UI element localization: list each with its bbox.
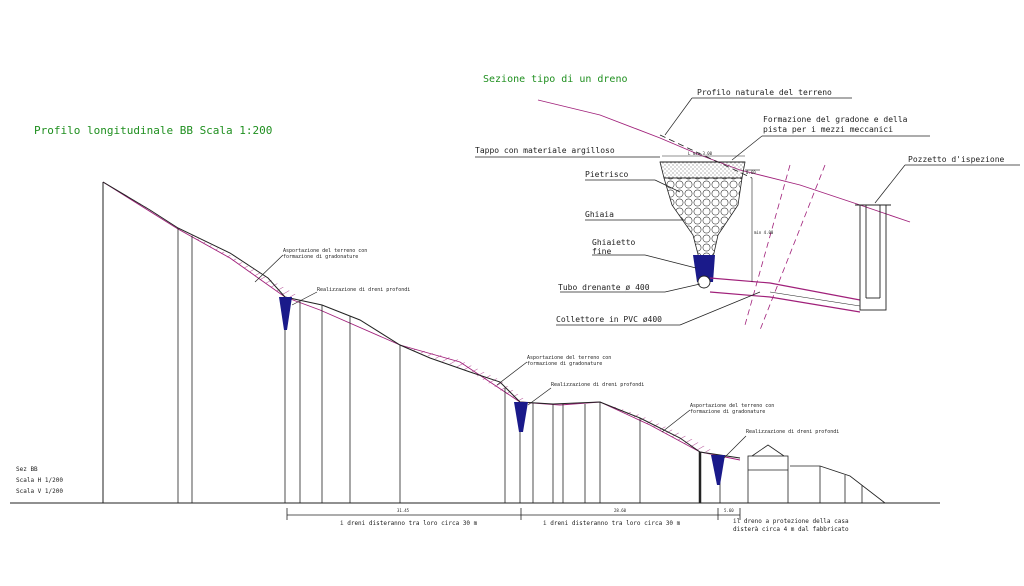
label-asportazione-2a: Asportazione del terreno con	[527, 355, 611, 361]
section-lines	[177, 228, 721, 503]
label-dreni-2: Realizzazione di dreni profondi	[551, 382, 644, 388]
dim-3-text-1: il dreno a protezione della casa	[733, 518, 849, 525]
drain-cross-section	[475, 97, 1020, 331]
drain-pipe	[697, 275, 711, 289]
dim-2-value: 28.60	[614, 508, 627, 513]
collector-line	[709, 277, 861, 301]
label-ghiaia: Ghiaia	[585, 210, 614, 219]
label-pietrisco: Pietrisco	[585, 170, 629, 179]
label-natural-profile: Profilo naturale del terreno	[697, 88, 832, 97]
section-title: Sezione tipo di un dreno	[483, 74, 628, 85]
dim-3-text-2: disterà circa 4 m dal fabbricato	[733, 526, 849, 533]
scale-v-label: Scala V 1/200	[16, 488, 63, 495]
label-dreni-3: Realizzazione di dreni profondi	[746, 429, 839, 435]
label-asportazione-2b: formazione di gradonature	[527, 361, 602, 367]
scale-h-label: Scala H 1/200	[16, 477, 63, 484]
drawing-title: Profilo longitudinale BB Scala 1:200	[34, 124, 272, 137]
drain-profile-3	[711, 455, 725, 485]
label-ghiaietto-2: fine	[592, 247, 611, 256]
natural-profile-line	[102, 181, 741, 461]
drain-profile-1	[279, 297, 292, 330]
label-asportazione-1b: formazione di gradonature	[283, 254, 358, 260]
fine-gravel-bottom	[693, 255, 715, 282]
label-pozzetto: Pozzetto d'ispezione	[908, 155, 1005, 164]
label-tubo: Tubo drenante ø 400	[558, 283, 650, 292]
house-profile	[747, 444, 886, 504]
dim-2-text: i dreni disteranno tra loro circa 30 m	[543, 520, 681, 527]
label-formation-2: pista per i mezzi meccanici	[763, 125, 893, 134]
dim-1-text: i dreni disteranno tra loro circa 30 m	[340, 520, 478, 527]
dim-1-value: 31.45	[397, 508, 410, 513]
clay-cap	[659, 161, 746, 179]
label-ghiaietto-1: Ghiaietto	[592, 238, 636, 247]
dim-3-value: 5.60	[724, 508, 734, 513]
label-formation-1: Formazione del gradone e della	[763, 115, 908, 124]
label-collettore: Collettore in PVC ø400	[556, 315, 662, 324]
sez-label: Sez BB	[16, 466, 38, 473]
label-asportazione-3a: Asportazione del terreno con	[690, 403, 774, 409]
label-asportazione-1a: Asportazione del terreno con	[283, 248, 367, 254]
label-dreni-1: Realizzazione di dreni profondi	[317, 287, 410, 293]
drain-profile-2	[514, 402, 528, 432]
dimension-line	[286, 508, 741, 520]
label-asportazione-3b: formazione di gradonature	[690, 409, 765, 415]
label-dim-top: L min 3.00	[688, 151, 713, 156]
label-dim-side: 0.60	[746, 170, 756, 175]
label-clay-cap: Tappo con materiale argilloso	[475, 146, 615, 155]
label-dim-depth: min 4.00	[754, 230, 774, 235]
leader-lines	[254, 254, 747, 459]
excavation-hatch-2	[400, 345, 528, 402]
inspection-pit	[855, 204, 891, 311]
excavation-hatch-1	[103, 182, 300, 297]
